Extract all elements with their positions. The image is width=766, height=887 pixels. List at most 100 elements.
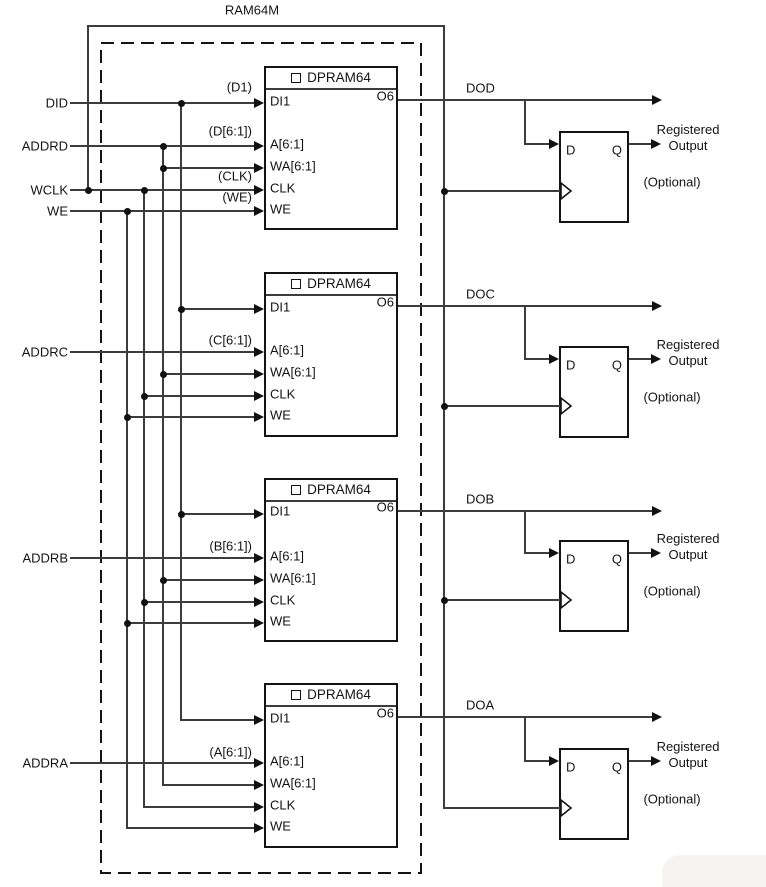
junction-dot — [440, 596, 448, 604]
bus-di — [180, 103, 182, 721]
wire-did — [70, 102, 254, 104]
output-label-dob: DOB — [466, 491, 495, 507]
arrowhead-icon — [652, 95, 662, 105]
wire-ff-1-clock — [443, 190, 560, 192]
optional-label-4: (Optional) — [643, 791, 701, 807]
pin-label-wa-3: WA[6:1] — [270, 570, 316, 586]
pin-label-a-4: A[6:1] — [270, 753, 304, 769]
optional-label-3: (Optional) — [643, 583, 701, 599]
ram-block-3-header-label: DPRAM64 — [307, 482, 371, 497]
pin-label-clk-1: CLK — [270, 180, 296, 196]
ram-block-2-header-rule — [266, 294, 396, 296]
input-label-did: DID — [45, 95, 68, 111]
pin-label-o6-2: O6 — [376, 294, 394, 310]
arrowhead-icon — [254, 802, 264, 812]
wire-clk-tap-3 — [143, 601, 254, 603]
net-label-clk: (CLK) — [218, 168, 252, 184]
arrowhead-icon — [254, 347, 264, 357]
junction-dot — [159, 576, 167, 584]
wire-ff-4-q — [629, 760, 652, 762]
arrowhead-icon — [254, 206, 264, 216]
wire-clk-elbow-4 — [143, 806, 254, 808]
junction-dot — [440, 187, 448, 195]
ram-block-3 — [264, 478, 398, 642]
arrowhead-icon — [652, 712, 662, 722]
arrowhead-icon — [254, 575, 264, 585]
pin-label-di1-3: DI1 — [270, 503, 291, 519]
optional-label-2: (Optional) — [643, 389, 701, 405]
flip-flop-4 — [559, 748, 629, 840]
arrowhead-icon — [254, 618, 264, 628]
wire-addrb — [70, 557, 254, 559]
wire-wa-elbow-4 — [162, 784, 254, 786]
junction-dot — [440, 402, 448, 410]
pin-label-o6-1: O6 — [376, 88, 394, 104]
input-label-wclk: WCLK — [30, 182, 68, 198]
arrowhead-icon — [254, 98, 264, 108]
ff-4-d-label: D — [566, 759, 576, 775]
pin-label-we-3: WE — [270, 613, 291, 629]
wire-doc-ff-branch-v — [524, 306, 526, 360]
flip-flop-1 — [559, 131, 629, 223]
input-label-addrb: ADDRB — [22, 550, 68, 566]
ram-block-4-header-rule — [266, 705, 396, 707]
wire-we-tap-2 — [126, 416, 254, 418]
ff-1-q-label: Q — [611, 142, 622, 158]
junction-dot — [159, 164, 167, 172]
wire-ff-2-clock — [443, 405, 560, 407]
ff-1-d-label: D — [566, 142, 576, 158]
wire-addra — [70, 762, 254, 764]
ram-block-4-header-label: DPRAM64 — [307, 687, 371, 702]
ram-block-3-header-rule — [266, 500, 396, 502]
net-label-a61: (A[6:1]) — [209, 744, 252, 760]
ff-2-d-label: D — [566, 357, 576, 373]
wire-di-tap-2 — [180, 308, 254, 310]
wire-we-elbow-4 — [126, 827, 254, 829]
bus-we — [126, 211, 128, 829]
junction-dot — [140, 598, 148, 606]
wire-clk-tap-2 — [143, 395, 254, 397]
ram-block-1-header-label: DPRAM64 — [307, 70, 371, 85]
junction-dot — [177, 305, 185, 313]
arrowhead-icon — [254, 185, 264, 195]
pin-label-wa-4: WA[6:1] — [270, 775, 316, 791]
wire-addrc — [70, 351, 254, 353]
arrowhead-icon — [652, 301, 662, 311]
pin-label-clk-3: CLK — [270, 592, 296, 608]
optional-label-1: (Optional) — [643, 174, 701, 190]
net-label-b61: (B[6:1]) — [209, 538, 252, 554]
arrowhead-icon — [254, 597, 264, 607]
net-label-d1: (D1) — [226, 79, 252, 95]
wire-ff-1-q — [629, 143, 652, 145]
component-square-icon — [291, 72, 302, 83]
junction-dot — [177, 99, 185, 107]
clock-edge-chevron-icon — [560, 591, 573, 609]
arrowhead-icon — [254, 369, 264, 379]
junction-dot — [140, 186, 148, 194]
ff-4-q-label: Q — [611, 759, 622, 775]
ram-block-4 — [264, 683, 398, 848]
wire-we-tap-3 — [126, 622, 254, 624]
bus-wa — [162, 146, 164, 786]
dashed-boundary — [100, 42, 422, 874]
input-label-addra: ADDRA — [22, 755, 68, 771]
arrowhead-icon — [254, 780, 264, 790]
registered-output-label-2: Registered Output — [656, 337, 720, 368]
arrowhead-icon — [254, 304, 264, 314]
wire-dod-ff-branch-h — [524, 143, 550, 145]
pin-label-we-4: WE — [270, 818, 291, 834]
arrowhead-icon — [254, 715, 264, 725]
junction-dot — [159, 142, 167, 150]
arrowhead-icon — [651, 354, 661, 364]
wire-di-elbow-4 — [180, 719, 254, 721]
arrowhead-icon — [651, 548, 661, 558]
wire-ff-3-q — [629, 552, 652, 554]
arrowhead-icon — [254, 758, 264, 768]
watermark-blob — [662, 855, 766, 887]
wire-ff-4-clock — [443, 807, 560, 809]
ff-3-q-label: Q — [611, 551, 622, 567]
component-square-icon — [291, 689, 302, 700]
arrowhead-icon — [254, 823, 264, 833]
bus-clk — [143, 190, 145, 808]
clock-edge-chevron-icon — [560, 182, 573, 200]
